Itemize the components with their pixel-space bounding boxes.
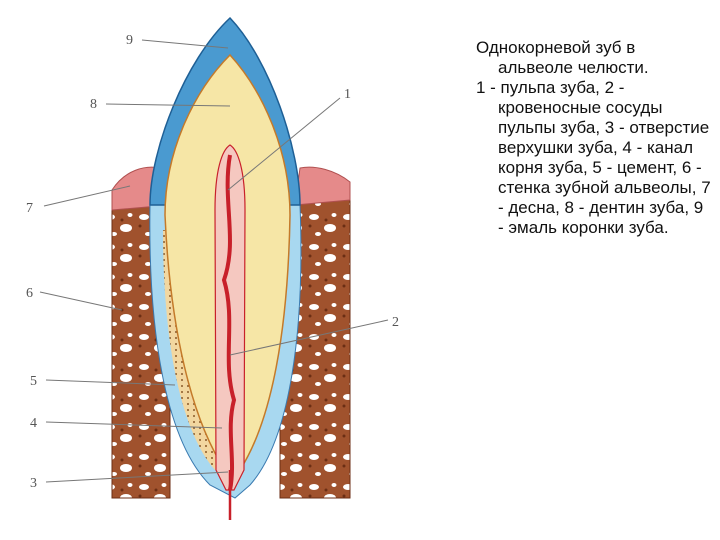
label-8: 8	[90, 97, 97, 112]
label-1: 1	[344, 87, 351, 102]
label-6: 6	[26, 286, 33, 301]
leader-9	[141, 39, 229, 49]
leader-3	[45, 471, 229, 483]
label-7: 7	[26, 201, 33, 216]
caption-title: Однокорневой зуб в альвеоле челюсти.	[476, 38, 649, 77]
tooth-diagram: 9 8 1 7 6 2 5 4 3	[26, 16, 399, 520]
label-4: 4	[30, 416, 37, 431]
leader-4	[45, 421, 223, 429]
leader-2	[229, 319, 389, 356]
label-2: 2	[392, 315, 399, 330]
label-5: 5	[30, 374, 37, 389]
figure-caption: Однокорневой зуб в альвеоле челюсти. 1 -…	[476, 38, 712, 238]
leader-1	[227, 97, 341, 191]
leader-8	[105, 103, 231, 107]
gum-right	[294, 166, 351, 206]
leader-7	[43, 185, 131, 207]
label-3: 3	[30, 476, 37, 491]
leader-5	[45, 379, 176, 386]
caption-legend: 1 - пульпа зуба, 2 - кровеносные сосуды …	[476, 78, 711, 237]
pulp-vessels	[221, 154, 237, 491]
label-9: 9	[126, 33, 133, 48]
leader-6	[39, 291, 123, 311]
